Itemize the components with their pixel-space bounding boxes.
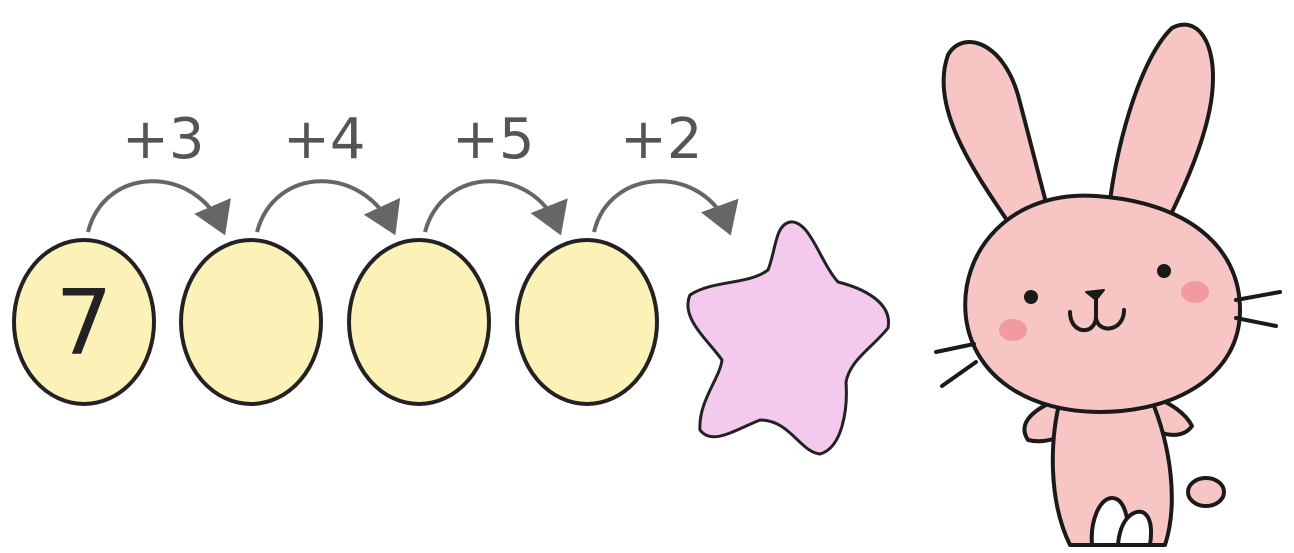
curved-arrow-icon — [594, 181, 728, 232]
answer-circle-1[interactable] — [181, 240, 321, 404]
step-label-1: +3 — [122, 107, 205, 172]
step-label-2: +4 — [283, 107, 366, 172]
curved-arrow-icon — [257, 181, 392, 232]
star-icon[interactable] — [688, 222, 889, 454]
answer-circle-2[interactable] — [349, 240, 489, 404]
start-number: 7 — [55, 271, 112, 376]
bunny-illustration — [936, 25, 1280, 545]
curved-arrow-icon — [88, 181, 222, 232]
curved-arrow-icon — [425, 181, 558, 232]
step-label-4: +2 — [620, 107, 703, 172]
answer-circle-3[interactable] — [517, 240, 657, 404]
step-label-3: +5 — [452, 107, 535, 172]
